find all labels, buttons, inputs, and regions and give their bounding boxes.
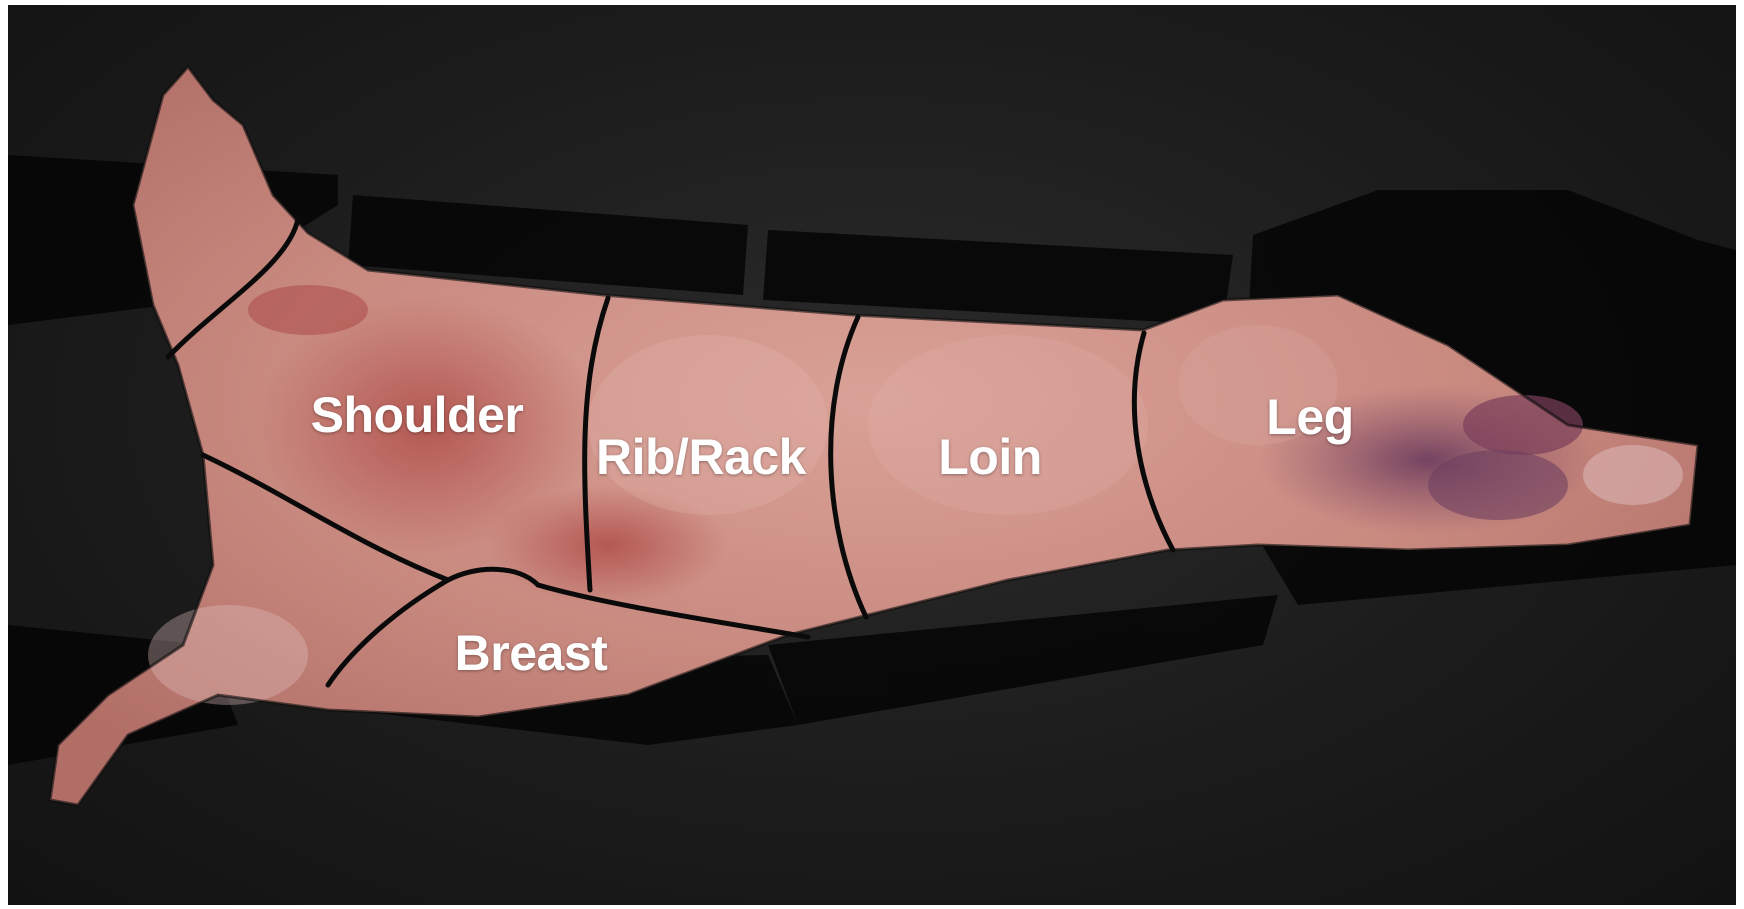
label-rib-rack: Rib/Rack bbox=[596, 428, 806, 486]
label-shoulder: Shoulder bbox=[311, 386, 524, 444]
label-breast: Breast bbox=[455, 624, 608, 682]
label-loin: Loin bbox=[938, 428, 1042, 486]
label-leg: Leg bbox=[1266, 388, 1353, 446]
diagram-stage: Shoulder Rib/Rack Loin Leg Breast bbox=[8, 5, 1736, 905]
carcass-svg bbox=[8, 5, 1736, 905]
